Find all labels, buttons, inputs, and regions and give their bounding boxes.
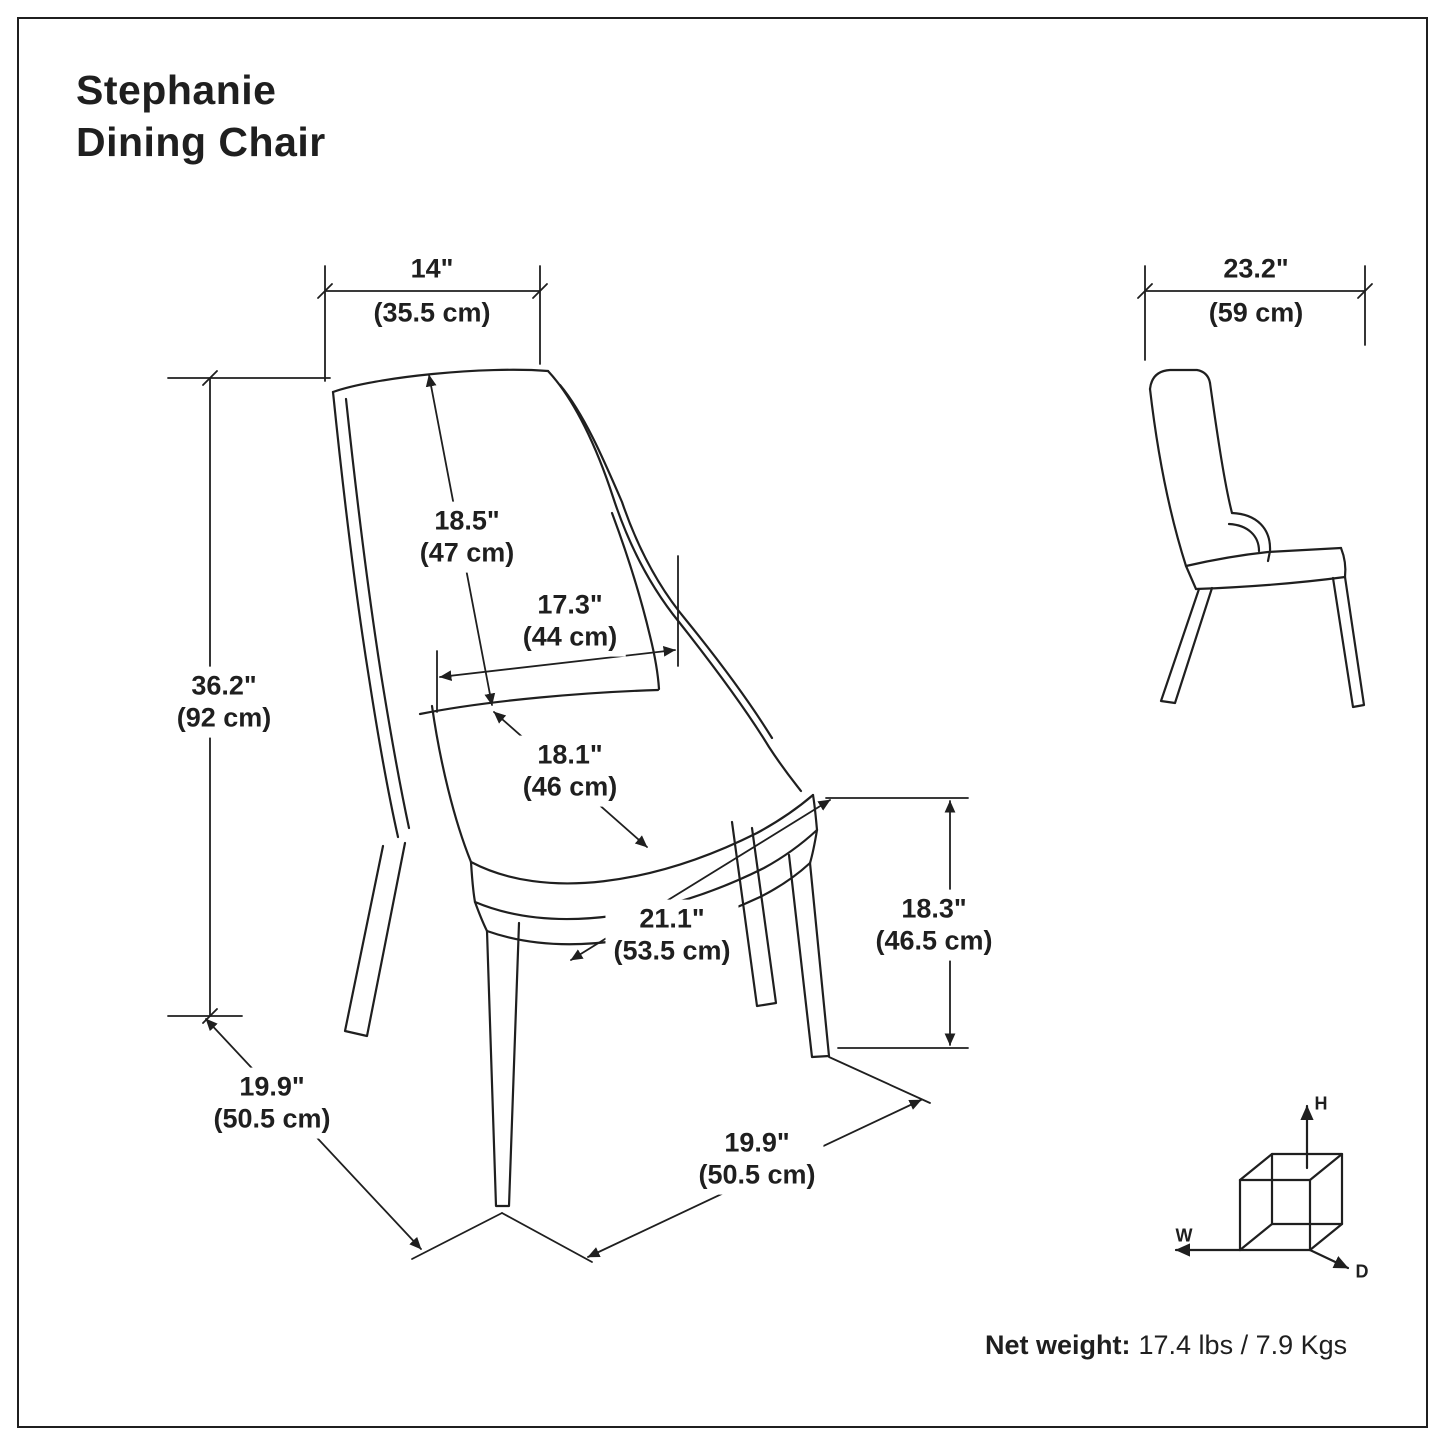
dim-cm: (47 cm) [419, 538, 515, 568]
dim-back-width [317, 265, 548, 382]
net-weight-value: 17.4 lbs / 7.9 Kgs [1138, 1330, 1348, 1360]
dim-inches: 19.9" [724, 1127, 790, 1158]
dim-label-back-height: 18.5" (47 cm) [411, 501, 523, 573]
net-weight: Net weight:17.4 lbs / 7.9 Kgs [985, 1330, 1347, 1361]
front-left-leg [485, 921, 521, 1208]
axis-d-arrow [1308, 1248, 1350, 1270]
dim-inches: 18.5" [434, 505, 500, 536]
net-weight-label: Net weight: [985, 1330, 1131, 1360]
left-seam [344, 397, 411, 830]
dim-label-seat-depth: 18.1" (46 cm) [514, 735, 626, 807]
dim-inches: 23.2" [1223, 253, 1289, 284]
figure-title: Stephanie Dining Chair [76, 64, 326, 169]
axis-cube [1174, 1104, 1350, 1270]
front-right-leg [787, 853, 831, 1059]
dim-inches: 18.3" [901, 893, 967, 924]
page-border [17, 17, 1428, 1428]
dim-label-back-width: 14" (35.5 cm) [373, 253, 490, 330]
dim-inches: 17.3" [537, 589, 603, 620]
right-arm-seam [558, 383, 774, 740]
dim-inches: 18.1" [537, 739, 603, 770]
side-view-drawing [1148, 368, 1366, 709]
dim-cm: (59 cm) [1208, 298, 1304, 328]
dim-cm: (44 cm) [522, 622, 618, 652]
dim-label-overall-height: 36.2" (92 cm) [168, 666, 280, 738]
back-right-arm-outer [546, 369, 803, 793]
dim-cm: (46.5 cm) [875, 926, 993, 956]
dim-cm: (50.5 cm) [213, 1104, 331, 1134]
dim-label-inner-seat-width: 17.3" (44 cm) [514, 585, 626, 657]
title-line2: Dining Chair [76, 119, 326, 166]
back-right-leg [730, 820, 778, 1008]
axis-label-width: W [1175, 1225, 1193, 1246]
dim-inner-seat-width [436, 555, 679, 713]
dim-cm: (53.5 cm) [613, 936, 731, 966]
axis-label-height: H [1314, 1093, 1328, 1114]
dim-inches: 14" [410, 253, 454, 284]
axis-label-depth: D [1355, 1261, 1369, 1282]
back-left-leg [343, 841, 407, 1038]
back-top-edge [331, 368, 550, 394]
dim-cm: (50.5 cm) [698, 1160, 816, 1190]
dim-label-base-depth-front: 19.9" (50.5 cm) [690, 1123, 824, 1195]
dim-cm: (92 cm) [176, 703, 272, 733]
dim-inches: 36.2" [191, 670, 257, 701]
back-left-edge [331, 390, 400, 839]
seat-back-edge [418, 688, 660, 716]
dim-cm: (46 cm) [522, 772, 618, 802]
dim-label-side-depth: 23.2" (59 cm) [1209, 253, 1304, 330]
dim-label-base-depth-left: 19.9" (50.5 cm) [205, 1067, 339, 1139]
dim-side-depth [1137, 265, 1373, 361]
dim-label-seat-height: 18.3" (46.5 cm) [867, 889, 1001, 961]
dim-inches: 19.9" [239, 1071, 305, 1102]
seat-left-edge [430, 704, 473, 864]
title-line1: Stephanie [76, 67, 277, 113]
dim-cm: (35.5 cm) [373, 298, 491, 328]
dim-base-depth-left [205, 1018, 503, 1260]
dim-inches: 21.1" [639, 903, 705, 934]
dim-label-seat-width: 21.1" (53.5 cm) [605, 899, 739, 971]
